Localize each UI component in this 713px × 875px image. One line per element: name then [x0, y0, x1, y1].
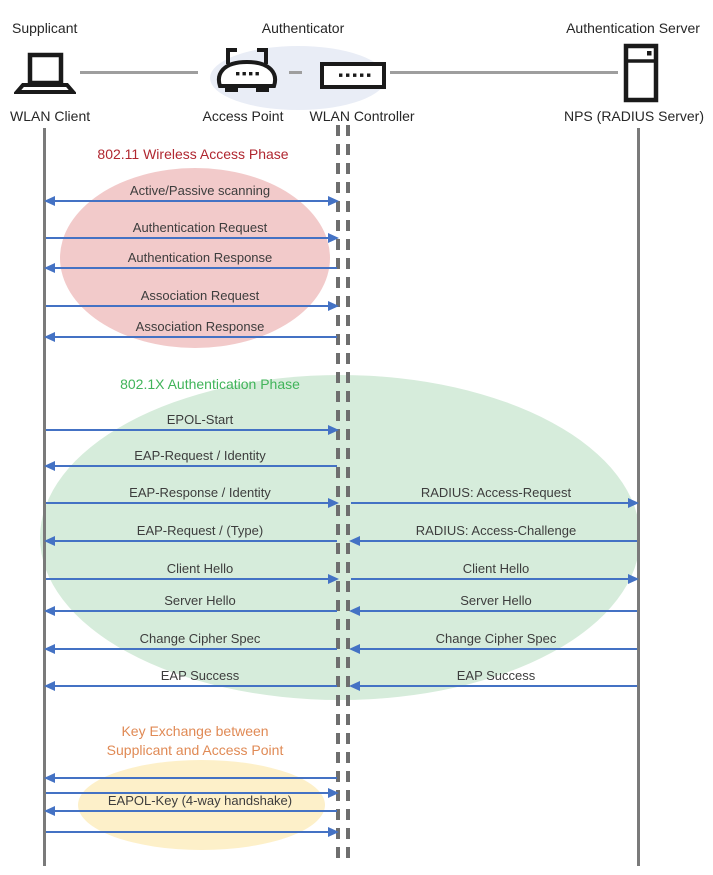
message-label-10-left: Server Hello	[164, 593, 236, 608]
phase1-title: 802.11 Wireless Access Phase	[97, 146, 289, 162]
message-arrow-4-left	[44, 332, 337, 342]
message-arrow-12-left	[44, 681, 337, 691]
phase3-title-line2: Supplicant and Access Point	[106, 742, 284, 758]
arrowhead-right-icon	[328, 196, 339, 206]
arrowhead-left-icon	[349, 681, 360, 691]
connector-ap-controller	[289, 71, 302, 74]
arrowhead-right-icon	[628, 498, 639, 508]
arrowhead-left-icon	[349, 644, 360, 654]
node-access-point: Access Point	[202, 108, 284, 124]
message-label-12-left: EAP Success	[160, 668, 240, 683]
phase3-title: Key Exchange between Supplicant and Acce…	[107, 722, 284, 760]
message-label-7-right: RADIUS: Access-Request	[420, 485, 572, 500]
message-arrow-11-right	[349, 644, 637, 654]
message-arrow-2-left	[44, 263, 337, 273]
message-arrow-14-left	[46, 788, 339, 798]
arrowhead-right-icon	[328, 498, 339, 508]
role-supplicant: Supplicant	[12, 20, 78, 36]
message-label-9-left: Client Hello	[166, 561, 234, 576]
laptop-icon	[14, 52, 76, 96]
arrowhead-left-icon	[44, 196, 55, 206]
message-arrow-8-right	[349, 536, 637, 546]
message-arrow-15-left	[44, 806, 337, 816]
arrowhead-left-icon	[44, 461, 55, 471]
arrowhead-right-icon	[328, 301, 339, 311]
supplicant-lifeline	[43, 128, 46, 866]
phase3-ellipse	[78, 760, 325, 850]
node-wlan-controller: WLAN Controller	[309, 108, 415, 124]
controller-lifeline-right	[346, 125, 350, 862]
message-arrow-7-right	[351, 498, 639, 508]
message-label-6-left: EAP-Request / Identity	[134, 448, 266, 463]
message-label-0-left: Active/Passive scanning	[129, 183, 271, 198]
arrowhead-right-icon	[328, 233, 339, 243]
arrowhead-left-icon	[44, 606, 55, 616]
arrowhead-left-icon	[44, 773, 55, 783]
message-arrow-9-left	[46, 574, 339, 584]
arrowhead-right-icon	[328, 788, 339, 798]
message-label-3-left: Association Request	[140, 288, 260, 303]
message-arrow-12-right	[349, 681, 637, 691]
arrowhead-right-icon	[628, 574, 639, 584]
message-label-8-left: EAP-Request / (Type)	[136, 523, 264, 538]
message-arrow-10-left	[44, 606, 337, 616]
message-arrow-5-left	[46, 425, 339, 435]
message-arrow-13-left	[44, 773, 337, 783]
message-label-4-left: Association Response	[135, 319, 265, 334]
arrowhead-right-icon	[328, 827, 339, 837]
phase3-title-line1: Key Exchange between	[121, 723, 269, 739]
access-point-icon	[213, 46, 281, 96]
arrowhead-left-icon	[44, 806, 55, 816]
message-arrow-16-left	[46, 827, 339, 837]
message-arrow-11-left	[44, 644, 337, 654]
message-label-11-left: Change Cipher Spec	[139, 631, 261, 646]
arrowhead-left-icon	[44, 536, 55, 546]
message-arrow-3-left	[46, 301, 339, 311]
connector-client-ap	[80, 71, 198, 74]
message-label-12-right: EAP Success	[456, 668, 536, 683]
message-label-9-right: Client Hello	[462, 561, 530, 576]
connector-controller-server	[390, 71, 618, 74]
message-label-10-right: Server Hello	[460, 593, 532, 608]
node-wlan-client: WLAN Client	[10, 108, 91, 124]
message-label-2-left: Authentication Response	[127, 250, 273, 265]
phase2-title: 802.1X Authentication Phase	[120, 376, 300, 392]
phase1-ellipse	[60, 168, 330, 348]
role-authentication-server: Authentication Server	[566, 20, 700, 36]
message-label-7-left: EAP-Response / Identity	[129, 485, 271, 500]
message-arrow-6-left	[44, 461, 337, 471]
message-label-8-right: RADIUS: Access-Challenge	[415, 523, 577, 538]
arrowhead-right-icon	[328, 425, 339, 435]
controller-lifeline-left	[336, 125, 340, 862]
server-icon	[623, 43, 659, 103]
arrowhead-left-icon	[44, 332, 55, 342]
node-nps-radius-server: NPS (RADIUS Server)	[563, 108, 705, 124]
arrowhead-left-icon	[349, 606, 360, 616]
message-arrow-1-left	[46, 233, 339, 243]
arrowhead-left-icon	[44, 263, 55, 273]
message-label-15-left: EAPOL-Key (4-way handshake)	[107, 793, 293, 808]
role-authenticator: Authenticator	[261, 20, 345, 36]
arrowhead-left-icon	[44, 681, 55, 691]
server-lifeline	[637, 128, 640, 866]
arrowhead-left-icon	[44, 644, 55, 654]
message-label-11-right: Change Cipher Spec	[435, 631, 557, 646]
message-arrow-10-right	[349, 606, 637, 616]
message-arrow-9-right	[351, 574, 639, 584]
message-arrow-7-left	[46, 498, 339, 508]
wlan-controller-icon	[320, 62, 386, 90]
message-label-5-left: EPOL-Start	[166, 412, 234, 427]
message-arrow-0-left	[44, 196, 339, 206]
arrowhead-left-icon	[349, 536, 360, 546]
message-label-1-left: Authentication Request	[132, 220, 268, 235]
message-arrow-8-left	[44, 536, 337, 546]
arrowhead-right-icon	[328, 574, 339, 584]
